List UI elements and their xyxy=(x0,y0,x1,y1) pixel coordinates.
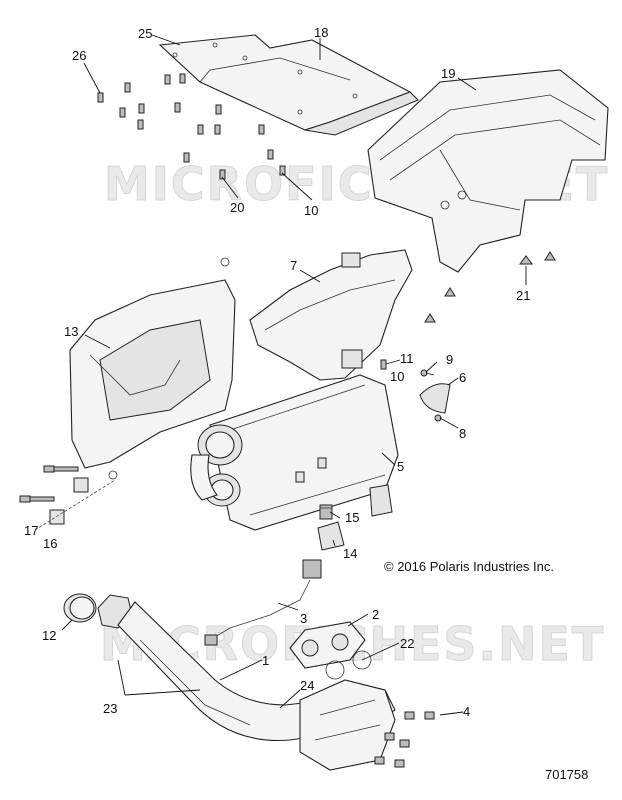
callout-15: 15 xyxy=(345,510,359,525)
callout-12: 12 xyxy=(42,628,56,643)
fastener-part-21 xyxy=(424,251,556,323)
callout-18: 18 xyxy=(314,25,328,40)
gasket-part-2 xyxy=(289,621,366,669)
callout-8: 8 xyxy=(459,426,466,441)
callout-19: 19 xyxy=(441,66,455,81)
callout-5: 5 xyxy=(397,459,404,474)
header-pipe-part-1 xyxy=(97,594,396,771)
callout-3: 3 xyxy=(300,611,307,626)
callout-10-mid: 10 xyxy=(390,369,404,384)
callout-labels: 26 25 18 19 20 10 21 7 13 11 9 10 6 8 5 … xyxy=(24,25,588,782)
callout-4: 4 xyxy=(463,704,470,719)
fastener-set-top xyxy=(97,73,286,180)
leader-lines xyxy=(61,34,527,716)
callout-11: 11 xyxy=(400,351,414,366)
tip-part-6 xyxy=(419,383,451,414)
skid-plate-part-18 xyxy=(158,34,419,136)
heat-shield-part-7 xyxy=(249,249,413,381)
bolt-part-17 xyxy=(19,465,79,503)
callout-20: 20 xyxy=(230,200,244,215)
oxygen-sensor-part-3 xyxy=(204,559,322,646)
callout-14: 14 xyxy=(343,546,357,561)
callout-7: 7 xyxy=(290,258,297,273)
diagram-number: 701758 xyxy=(545,767,588,782)
muffler-part-5 xyxy=(190,374,399,531)
spring-part-16 xyxy=(49,477,89,525)
bolt-part-4 xyxy=(374,711,435,768)
callout-21: 21 xyxy=(516,288,530,303)
callout-1: 1 xyxy=(262,653,269,668)
isolator-part-14 xyxy=(317,484,393,551)
clip-part-8 xyxy=(434,414,442,422)
callout-2: 2 xyxy=(372,607,379,622)
copyright-text: © 2016 Polaris Industries Inc. xyxy=(384,559,554,574)
callout-22: 22 xyxy=(400,636,414,651)
callout-17: 17 xyxy=(24,523,38,538)
heat-shield-part-13 xyxy=(69,257,236,480)
callout-9: 9 xyxy=(446,352,453,367)
bolt-part-11 xyxy=(380,359,387,370)
callout-25: 25 xyxy=(138,26,152,41)
seal-ring-part-22 xyxy=(325,650,372,680)
gasket-part-12 xyxy=(63,593,97,623)
heat-shield-part-19 xyxy=(367,69,609,273)
callout-23: 23 xyxy=(103,701,117,716)
callout-6: 6 xyxy=(459,370,466,385)
callout-13: 13 xyxy=(64,324,78,339)
callout-10-top: 10 xyxy=(304,203,318,218)
callout-26: 26 xyxy=(72,48,86,63)
spring-part-15 xyxy=(319,504,333,520)
callout-24: 24 xyxy=(300,678,314,693)
callout-16: 16 xyxy=(43,536,57,551)
